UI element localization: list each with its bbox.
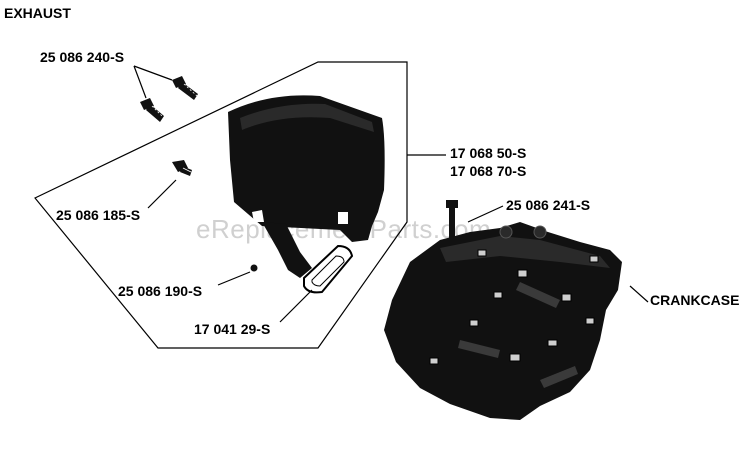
callout-screw-top: 25 086 240-S: [40, 49, 124, 65]
leader-screw-top-1: [133, 65, 173, 81]
callout-muffler-1: 17 068 50-S: [450, 145, 526, 161]
callout-gasket: 17 041 29-S: [194, 321, 270, 337]
crankcase-part: [384, 222, 622, 420]
callout-nut: 25 086 190-S: [118, 283, 202, 299]
leader-stud: [467, 205, 504, 223]
diagram-title: EXHAUST: [4, 5, 71, 21]
leader-nut: [217, 271, 251, 286]
muffler-part: [228, 95, 385, 278]
leader-screw-top-2: [133, 65, 147, 99]
leader-gasket: [279, 289, 313, 323]
callout-crankcase: CRANKCASE: [650, 292, 739, 308]
screw-side-part: [172, 160, 192, 176]
callout-screw-side: 25 086 185-S: [56, 207, 140, 223]
leader-crankcase: [629, 285, 649, 303]
stud-part: [446, 200, 458, 256]
callout-muffler-2: 17 068 70-S: [450, 163, 526, 179]
leader-screw-side: [147, 179, 177, 209]
gasket-part: [303, 244, 354, 294]
callout-stud: 25 086 241-S: [506, 197, 590, 213]
screw-top-part-1: [172, 76, 198, 100]
nut-part: [250, 264, 258, 272]
exhaust-group-outline: [34, 61, 408, 349]
screw-top-part-2: [140, 98, 164, 122]
